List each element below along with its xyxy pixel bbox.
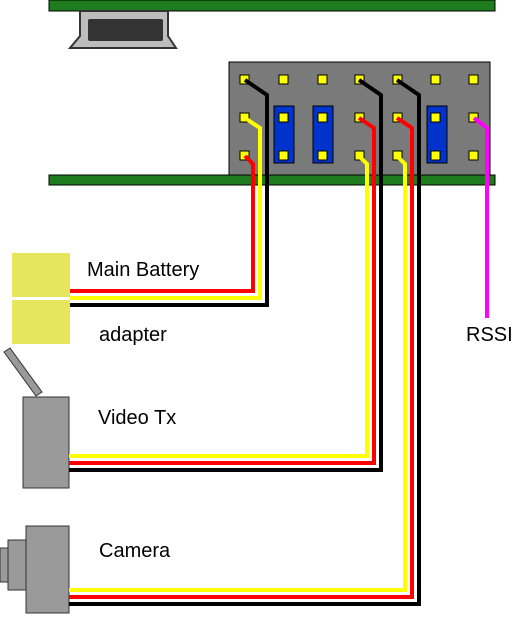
pin: [430, 112, 441, 123]
vtx-wire-black: [69, 78, 383, 472]
pin: [278, 112, 289, 123]
battery-adapter-top: [12, 253, 70, 297]
pin: [468, 112, 479, 123]
label-video-tx: Video Tx: [98, 407, 177, 429]
pin: [239, 112, 250, 123]
battery-wire-red: [70, 154, 255, 293]
rssi-wire: [472, 116, 489, 318]
pin: [239, 150, 250, 161]
vtx-wire-yellow: [69, 154, 369, 458]
pin: [239, 74, 250, 85]
pin: [317, 74, 328, 85]
pin: [278, 74, 289, 85]
pin: [278, 150, 289, 161]
cam-wire-black: [69, 78, 421, 606]
antenna-icon: [3, 347, 43, 397]
video-tx-device: [3, 347, 70, 489]
label-adapter: adapter: [99, 324, 167, 346]
cam-wire-red: [69, 116, 414, 599]
battery-wire-black: [70, 78, 269, 307]
pin: [468, 150, 479, 161]
cam-wire-yellow: [69, 154, 407, 592]
pin: [468, 74, 479, 85]
pin: [430, 74, 441, 85]
board-bottom-edge: [48, 174, 496, 186]
label-rssi: RSSI: [466, 324, 513, 346]
vtx-wire-red: [69, 116, 376, 465]
label-camera: Camera: [99, 540, 171, 562]
camera-wires: [69, 78, 421, 606]
battery-wires: [70, 78, 269, 307]
pin: [317, 150, 328, 161]
battery-wire-yellow: [70, 116, 262, 300]
pin: [317, 112, 328, 123]
label-main-battery: Main Battery: [87, 259, 200, 281]
battery-adapter-bottom: [12, 300, 70, 344]
pin: [430, 150, 441, 161]
camera-device: [0, 525, 70, 614]
usb-connector: [67, 10, 178, 49]
video-tx-wires: [69, 78, 383, 472]
board-top-edge: [48, 0, 496, 12]
